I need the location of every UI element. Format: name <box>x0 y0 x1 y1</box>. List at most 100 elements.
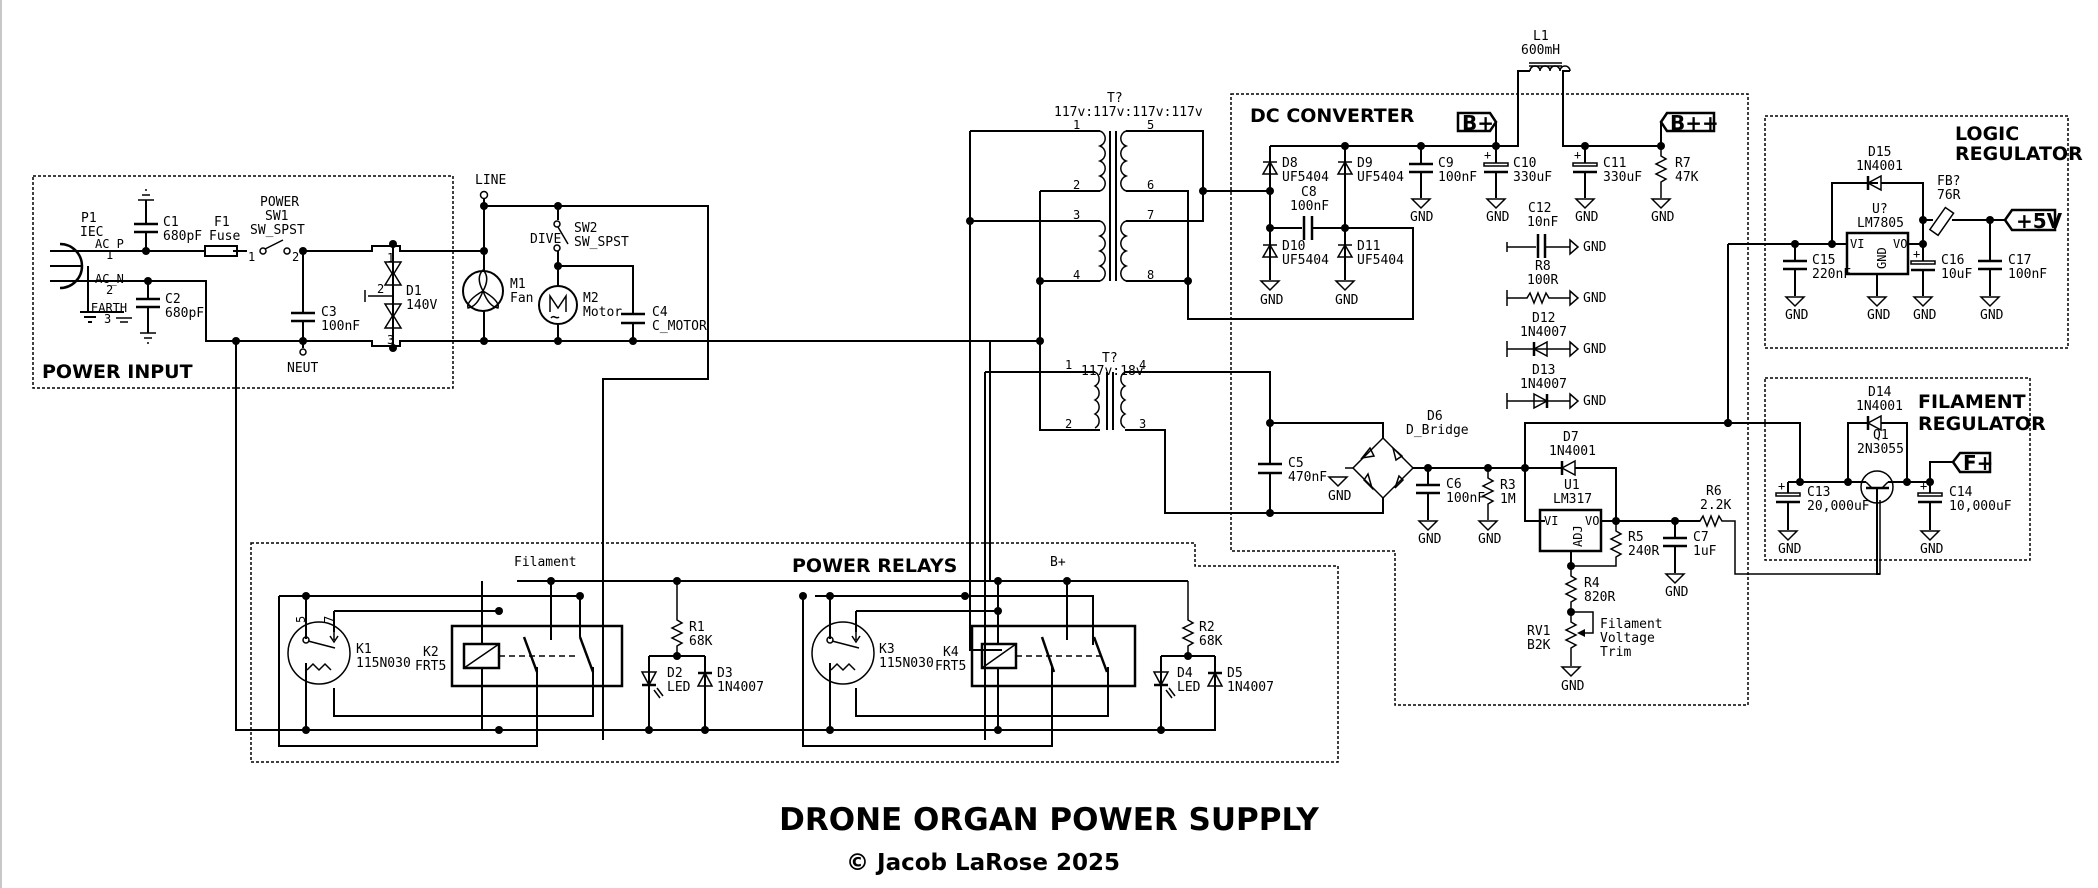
net-flag-5v <box>2003 208 2057 232</box>
u2-vi: VI <box>1850 237 1864 251</box>
fb-ref: FB? <box>1937 174 1960 189</box>
l1-ref: L1 <box>1533 29 1549 44</box>
d9-value: UF5404 <box>1357 170 1404 185</box>
switch-sw1[interactable] <box>259 239 291 255</box>
relay-group-bplus: B+ <box>1050 555 1066 570</box>
t1-pin5: 5 <box>1147 118 1154 132</box>
c2-value: 680pF <box>165 306 204 321</box>
r8-ref: R8 <box>1535 259 1551 274</box>
potentiometer-rv1[interactable] <box>1564 611 1594 666</box>
c16-plus: + <box>1913 247 1920 261</box>
t1-pin6: 6 <box>1147 178 1154 192</box>
d14-ref: D14 <box>1868 385 1892 400</box>
line-label: LINE <box>475 173 506 188</box>
t1-pin4: 4 <box>1073 268 1080 282</box>
bplus-flag-label: B+ <box>1462 111 1494 135</box>
d2-value: LED <box>667 680 691 695</box>
c16-value: 10uF <box>1941 267 1972 282</box>
bplusplus-flag-label: B++ <box>1670 111 1719 135</box>
gnd-label-u2: GND <box>1867 308 1891 323</box>
led-d2 <box>640 656 664 730</box>
r3-value: 1M <box>1500 492 1516 507</box>
c4-value: C_MOTOR <box>652 319 707 334</box>
capacitor-c2 <box>136 281 160 344</box>
p1-pin1-num: 1 <box>106 248 113 262</box>
diode-d14 <box>1866 414 1908 482</box>
schematic-title: DRONE ORGAN POWER SUPPLY <box>779 802 1319 838</box>
u1-vo: VO <box>1585 514 1599 528</box>
rv1-note-3: Trim <box>1600 645 1631 660</box>
diode-d12 <box>1506 340 1580 358</box>
section-box-power-relays <box>250 542 1339 763</box>
resistor-r5 <box>1571 521 1623 567</box>
thermal-relay-k1 <box>287 596 351 730</box>
t2-ref: T? <box>1102 351 1118 366</box>
r2-ref: R2 <box>1199 620 1215 635</box>
capacitor-c6 <box>1416 468 1440 520</box>
gnd-label-d10: GND <box>1260 293 1284 308</box>
sw2-label: DIVE <box>530 232 561 247</box>
c2-ref: C2 <box>165 292 181 307</box>
d11-value: UF5404 <box>1357 253 1404 268</box>
p1-value: IEC <box>80 225 103 240</box>
k1-value: 115N030 <box>356 656 411 671</box>
c11-value: 330uF <box>1603 170 1642 185</box>
u2-ref: U? <box>1872 202 1888 217</box>
u1-ref: U1 <box>1564 478 1580 493</box>
fan-m1 <box>462 268 504 341</box>
d5-ref: D5 <box>1227 666 1243 681</box>
c1-ref: C1 <box>163 215 179 230</box>
gnd-label-rv1: GND <box>1561 679 1585 694</box>
r8-value: 100R <box>1527 273 1558 288</box>
fuse-f1 <box>204 245 238 257</box>
capacitor-c9 <box>1409 146 1433 198</box>
inductor-l1 <box>1529 65 1571 72</box>
section-title-power-relays: POWER RELAYS <box>792 555 957 577</box>
c3-ref: C3 <box>321 305 337 320</box>
section-title-logic-regulator-2: REGULATOR <box>1955 143 2083 165</box>
section-title-logic-regulator-1: LOGIC <box>1955 123 2019 145</box>
r1-ref: R1 <box>689 620 705 635</box>
c4-ref: C4 <box>652 305 668 320</box>
sw1-pin1: 1 <box>248 250 255 264</box>
c14-plus: + <box>1920 479 1927 493</box>
resistor-r3 <box>1481 468 1495 520</box>
gnd-label-c13: GND <box>1778 542 1802 557</box>
flag-5v-label: +5V <box>2016 209 2063 233</box>
r2-value: 68K <box>1199 634 1223 649</box>
c5-ref: C5 <box>1288 456 1304 471</box>
sw1-pin2: 2 <box>292 250 299 264</box>
diode-d3 <box>696 656 714 730</box>
k3-value: 115N030 <box>879 656 934 671</box>
capacitor-c10 <box>1483 146 1509 198</box>
resistor-r2 <box>1181 581 1195 656</box>
c11-plus: + <box>1574 148 1581 162</box>
page-edge <box>0 0 2 888</box>
section-title-power-input: POWER INPUT <box>42 361 193 383</box>
c6-value: 100nF <box>1446 491 1485 506</box>
m2-value: Motor <box>583 305 622 320</box>
f1-ref: F1 <box>214 215 230 230</box>
transistor-q1 <box>1848 470 1907 575</box>
k2-ref: K2 <box>423 645 439 660</box>
capacitor-c13 <box>1775 481 1801 530</box>
c7-ref: C7 <box>1693 530 1709 545</box>
fb-value: 76R <box>1937 188 1961 203</box>
d4-ref: D4 <box>1177 666 1193 681</box>
c10-plus: + <box>1484 148 1491 162</box>
r7-ref: R7 <box>1675 156 1691 171</box>
net-flag-bplusplus <box>1659 111 1716 133</box>
c11-ref: C11 <box>1603 156 1626 171</box>
resistor-r7 <box>1654 146 1668 198</box>
thermal-relay-k3 <box>811 596 875 730</box>
ferrite-bead-fb <box>1923 206 2005 237</box>
r1-value: 68K <box>689 634 713 649</box>
gnd-label-c17: GND <box>1980 308 2004 323</box>
c6-ref: C6 <box>1446 477 1462 492</box>
r3-ref: R3 <box>1500 478 1516 493</box>
capacitor-c11 <box>1572 146 1598 198</box>
r6-ref: R6 <box>1706 484 1722 499</box>
tvs-diode-d1 <box>364 244 403 348</box>
gnd-label-c14: GND <box>1920 542 1944 557</box>
c1-value: 680pF <box>163 229 202 244</box>
